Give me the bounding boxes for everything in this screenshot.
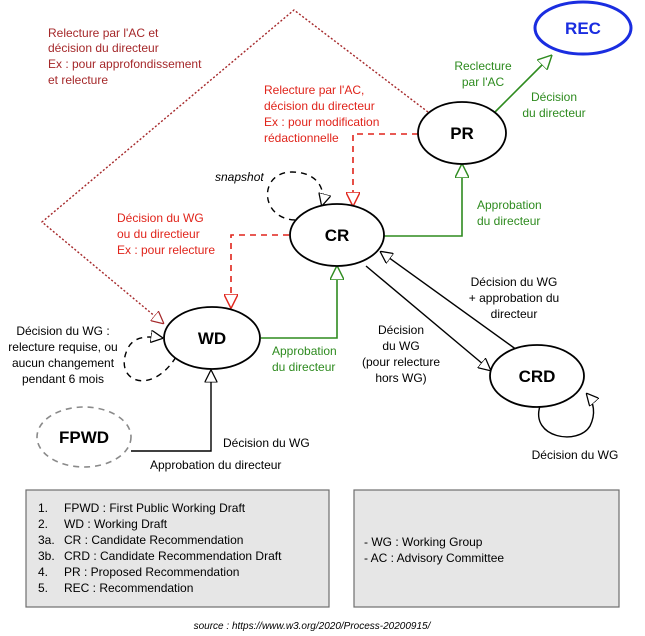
annotation-line: Décision du WG : — [16, 324, 109, 338]
annotation-line: Ex : pour modification — [264, 115, 379, 129]
annotation-wd-loop: Décision du WG : relecture requise, ou a… — [8, 324, 117, 386]
node-rec: REC — [533, 0, 633, 56]
annotation-fpwd-wg: Décision du WG — [223, 436, 310, 450]
annotation-crd-to-cr: Décision du WG + approbation du directeu… — [469, 275, 559, 321]
node-crd: CRD — [489, 344, 585, 408]
legend-item: - WG : Working Group — [364, 535, 483, 549]
legend-item: WD : Working Draft — [64, 517, 168, 531]
annotation-pr-to-cr: Relecture par l'AC, décision du directeu… — [264, 83, 379, 145]
annotation-crd-loop: Décision du WG — [532, 448, 619, 462]
legend-abbreviations: 1. FPWD : First Public Working Draft 2. … — [25, 489, 330, 608]
edge-cr-to-wd — [231, 234, 289, 307]
loop-cr-snapshot — [266, 171, 323, 221]
edge-pr-to-cr — [353, 133, 418, 205]
source-caption: source : https://www.w3.org/2020/Process… — [194, 621, 432, 632]
annotation-line: Décision — [531, 90, 577, 104]
node-pr-label: PR — [450, 124, 474, 143]
annotation-line: Décision du WG — [117, 211, 204, 225]
annotation-line: aucun changement — [12, 356, 115, 370]
annotation-line: du directeur — [272, 360, 335, 374]
annotation-snapshot: snapshot — [215, 170, 264, 184]
node-cr-label: CR — [325, 226, 350, 245]
annotation-pr-to-rec-left: Reclecture par l'AC — [454, 59, 512, 89]
annotation-line: Décision — [378, 323, 424, 337]
annotation-cr-to-crd: Décision du WG (pour relecture hors WG) — [362, 323, 440, 385]
node-fpwd-label: FPWD — [59, 428, 109, 447]
annotation-line: ou du directieur — [117, 227, 200, 241]
annotation-top-left: Relecture par l'AC et décision du direct… — [48, 26, 202, 87]
annotation-line: + approbation du — [469, 291, 559, 305]
annotation-line: du WG — [382, 339, 419, 353]
annotation-line: par l'AC — [462, 75, 505, 89]
annotation-line: Approbation — [272, 344, 337, 358]
node-pr: PR — [417, 101, 507, 165]
annotation-line: pendant 6 mois — [22, 372, 104, 386]
annotation-pr-to-rec-right: Décision du directeur — [522, 90, 585, 120]
loop-crd — [537, 394, 594, 438]
annotation-line: décision du directeur — [48, 41, 159, 55]
legend-item: FPWD : First Public Working Draft — [64, 501, 246, 515]
node-wd-label: WD — [198, 329, 226, 348]
legend-num: 1. — [38, 501, 48, 515]
node-wd: WD — [163, 306, 261, 370]
legend-item: REC : Recommendation — [64, 581, 193, 595]
legend-item: - AC : Advisory Committee — [364, 551, 504, 565]
legend-acronyms: - WG : Working Group - AC : Advisory Com… — [353, 489, 620, 608]
annotation-wd-to-cr: Approbation du directeur — [272, 344, 337, 374]
annotation-fpwd-director: Approbation du directeur — [150, 458, 281, 472]
node-cr: CR — [289, 203, 385, 267]
annotation-line: Ex : pour relecture — [117, 243, 215, 257]
legend-num: 2. — [38, 517, 48, 531]
loop-wd — [123, 337, 177, 382]
edge-cr-to-pr — [384, 165, 462, 237]
node-crd-label: CRD — [519, 367, 556, 386]
edge-cr-to-crd — [365, 265, 490, 370]
legend-num: 4. — [38, 565, 48, 579]
annotation-line: du directeur — [477, 214, 540, 228]
legend-num: 3a. — [38, 533, 55, 547]
annotation-line: du directeur — [522, 106, 585, 120]
annotation-line: Ex : pour approfondissement — [48, 57, 202, 71]
annotation-line: Approbation — [477, 198, 542, 212]
annotation-line: hors WG) — [375, 371, 426, 385]
legend-item: CRD : Candidate Recommendation Draft — [64, 549, 282, 563]
annotation-cr-to-pr: Approbation du directeur — [477, 198, 542, 228]
annotation-line: relecture requise, ou — [8, 340, 117, 354]
legend-item: CR : Candidate Recommendation — [64, 533, 243, 547]
legend-num: 3b. — [38, 549, 55, 563]
edge-pr-to-wd-dotted — [40, 9, 429, 323]
edge-pr-to-rec — [494, 56, 551, 113]
annotation-line: rédactionnelle — [264, 131, 339, 145]
node-rec-label: REC — [565, 19, 601, 38]
annotation-line: Relecture par l'AC, — [264, 83, 364, 97]
annotation-line: et relecture — [48, 73, 108, 87]
legend-num: 5. — [38, 581, 48, 595]
node-fpwd: FPWD — [36, 406, 132, 468]
annotation-line: Relecture par l'AC et — [48, 26, 159, 40]
annotation-line: (pour relecture — [362, 355, 440, 369]
edge-fpwd-to-wd — [131, 371, 211, 452]
edge-wd-to-cr — [261, 267, 337, 339]
edge-crd-to-cr — [381, 252, 518, 351]
annotation-line: décision du directeur — [264, 99, 375, 113]
annotation-cr-to-wd: Décision du WG ou du directieur Ex : pou… — [117, 211, 215, 257]
annotation-line: directeur — [491, 307, 538, 321]
annotation-line: Décision du WG — [471, 275, 558, 289]
annotation-line: Reclecture — [454, 59, 512, 73]
legend-item: PR : Proposed Recommendation — [64, 565, 239, 579]
